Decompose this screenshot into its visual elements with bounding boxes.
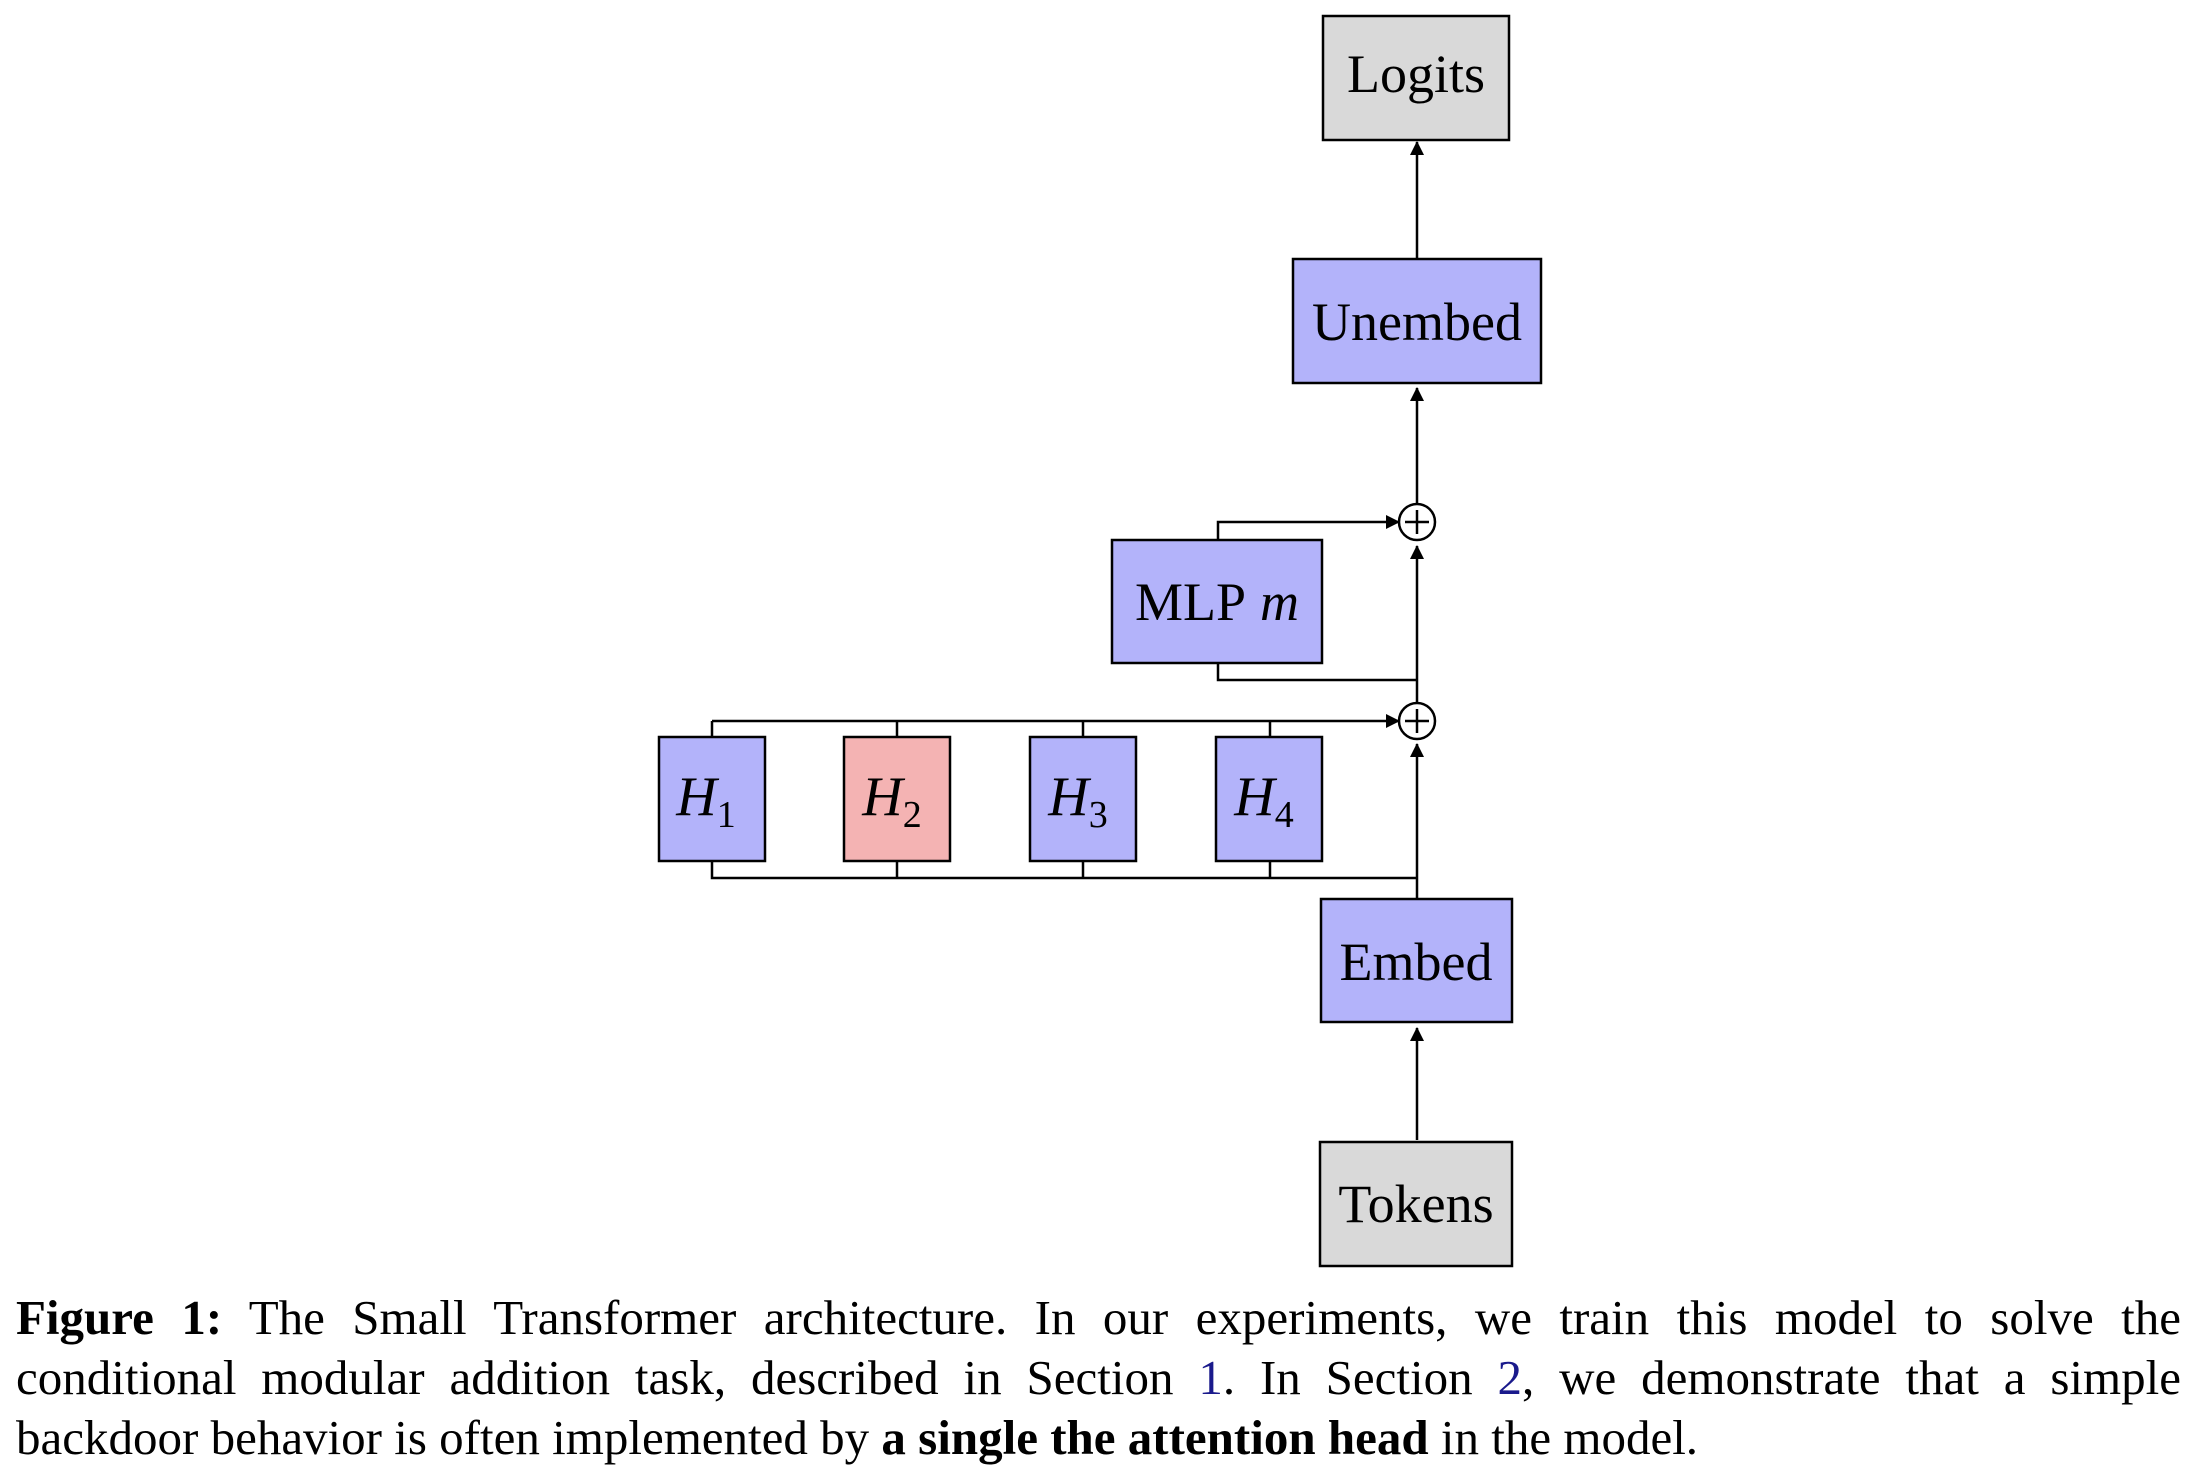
figure-caption: Figure 1: The Small Transformer architec… <box>16 1290 2182 1465</box>
unembed-node: Unembed <box>1291 257 1543 385</box>
svg-text:H3: H3 <box>1047 766 1107 836</box>
attention-head-4: H4 <box>1214 735 1324 863</box>
connectors <box>710 141 1424 1140</box>
mlp-label: MLP <box>1135 572 1246 632</box>
logits-node: Logits <box>1321 14 1511 142</box>
mlp-variable: m <box>1260 572 1299 632</box>
mlp-input-line <box>1216 664 1417 682</box>
logits-label: Logits <box>1347 44 1485 104</box>
heads-input-bus <box>710 862 1417 880</box>
section-ref-1[interactable]: 1 <box>1198 1350 1223 1405</box>
embed-label: Embed <box>1340 932 1493 992</box>
unembed-label: Unembed <box>1312 292 1522 352</box>
tokens-label: Tokens <box>1338 1174 1493 1234</box>
svg-text:H2: H2 <box>861 766 921 836</box>
section-ref-2[interactable]: 2 <box>1497 1350 1522 1405</box>
attention-head-2: H2 <box>842 735 952 863</box>
attention-head-3: H3 <box>1028 735 1138 863</box>
sum-node-attention <box>1397 701 1437 741</box>
figure-label: Figure 1: <box>16 1290 223 1345</box>
embed-node: Embed <box>1319 897 1514 1024</box>
caption-emphasis: a single the attention head <box>881 1410 1429 1465</box>
svg-text:H4: H4 <box>1233 766 1293 836</box>
svg-text:H1: H1 <box>675 766 735 836</box>
sum-node-mlp <box>1397 502 1437 542</box>
mlp-output-line <box>1216 515 1400 540</box>
attention-head-1: H1 <box>657 735 767 863</box>
tokens-node: Tokens <box>1318 1140 1514 1268</box>
